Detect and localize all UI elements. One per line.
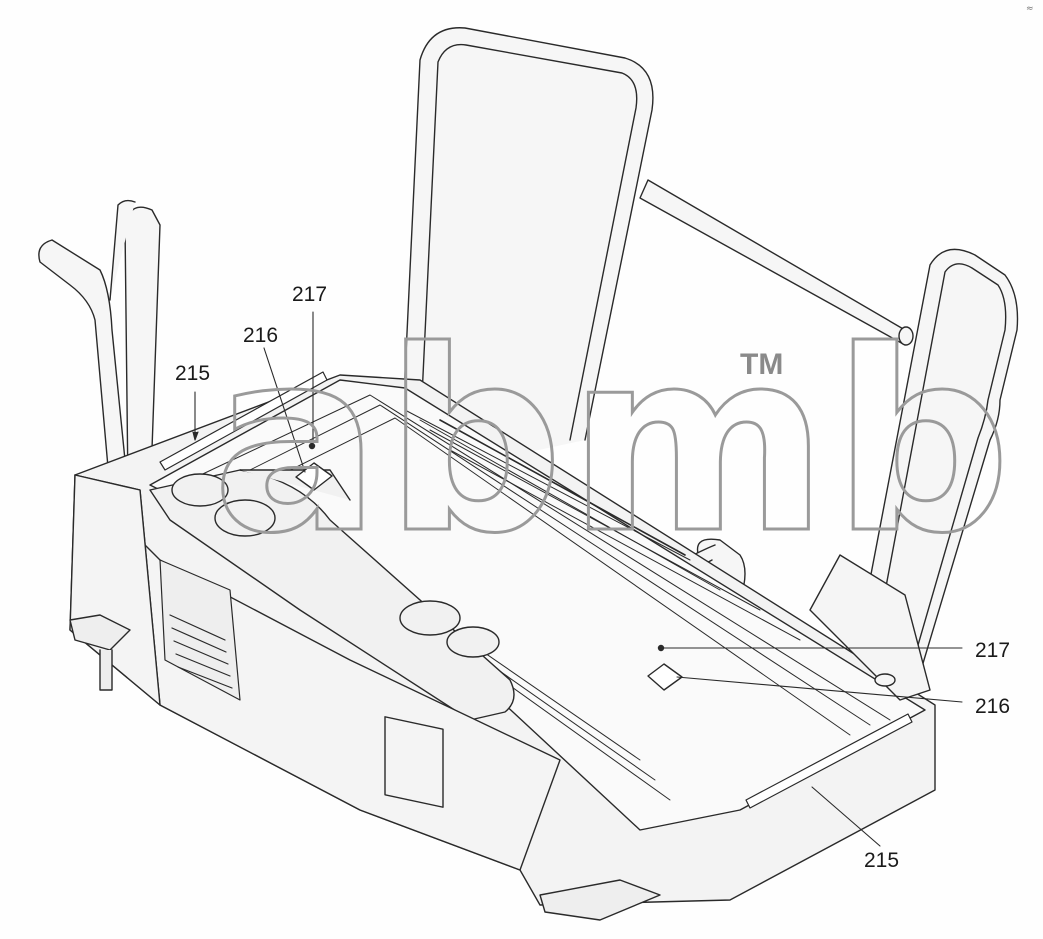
corner-mark: ≈ <box>1026 4 1034 14</box>
rear-base-plate <box>809 554 931 701</box>
callout-215-right: 215 <box>864 849 900 872</box>
callout-216-right: 216 <box>975 695 1011 718</box>
motor-fins <box>159 559 241 701</box>
leveling-feet <box>69 614 661 921</box>
callout-217-left: 217 <box>292 283 328 306</box>
part-215-left <box>159 371 328 471</box>
callout-217-right: 217 <box>975 639 1011 662</box>
callout-216-left: 216 <box>243 324 279 347</box>
watermark-trademark: TM <box>740 348 784 381</box>
right-handrail <box>867 248 1019 691</box>
watermark-logo: abmb <box>210 297 1016 588</box>
callout-215-left: 215 <box>175 362 211 385</box>
rear-tall-handrail <box>399 27 654 481</box>
rear-crossbar <box>639 179 914 346</box>
front-side-panel <box>69 474 561 871</box>
part-215-right <box>745 713 913 809</box>
part-217-left <box>308 442 316 450</box>
leader-lines <box>192 311 963 847</box>
part-216-left <box>295 462 333 491</box>
left-handrail <box>38 199 161 506</box>
